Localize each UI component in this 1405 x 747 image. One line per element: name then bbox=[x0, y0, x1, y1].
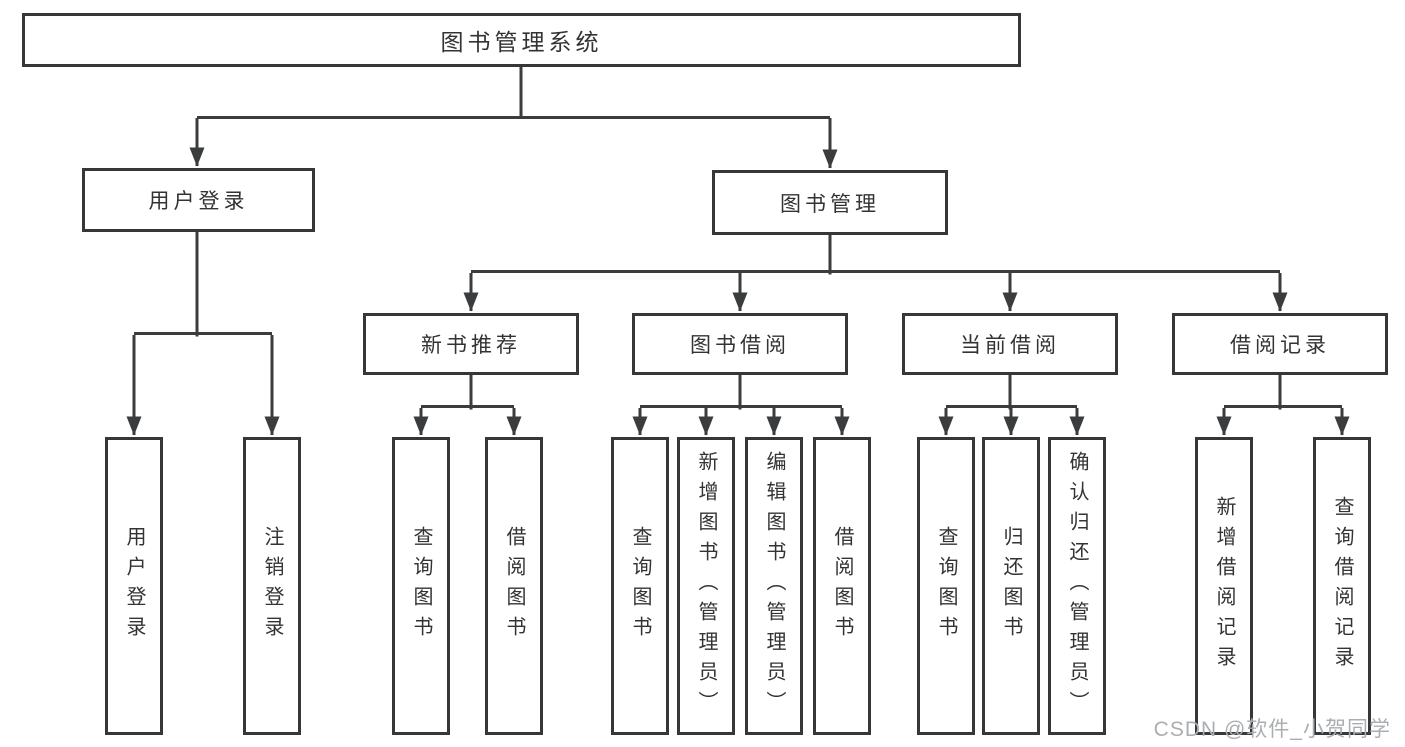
node-user-login: 用户登录 bbox=[82, 168, 315, 232]
node-borrow-records: 借阅记录 bbox=[1172, 313, 1388, 375]
leaf-current-confirm-return-admin: 确认归还（管理员） bbox=[1048, 437, 1106, 735]
leaf-current-return-book: 归还图书 bbox=[982, 437, 1040, 735]
node-label: 注销登录 bbox=[261, 526, 283, 646]
leaf-borrow-query-book: 查询图书 bbox=[611, 437, 669, 735]
node-label: 新增借阅记录 bbox=[1213, 496, 1235, 676]
leaf-recommend-borrow-book: 借阅图书 bbox=[485, 437, 543, 735]
node-label: 新书推荐 bbox=[421, 334, 521, 357]
node-book-management: 图书管理 bbox=[712, 170, 948, 235]
leaf-borrow-add-book-admin: 新增图书（管理员） bbox=[677, 437, 735, 735]
node-label: 查询借阅记录 bbox=[1331, 496, 1353, 676]
node-label: 查询图书 bbox=[629, 526, 651, 646]
node-book-borrow: 图书借阅 bbox=[632, 313, 848, 375]
node-label: 借阅图书 bbox=[503, 526, 525, 646]
leaf-borrow-edit-book-admin: 编辑图书（管理员） bbox=[745, 437, 803, 735]
node-library-management-system: 图书管理系统 bbox=[22, 13, 1021, 67]
node-label: 查询图书 bbox=[935, 526, 957, 646]
leaf-current-query-book: 查询图书 bbox=[917, 437, 975, 735]
node-label: 借阅记录 bbox=[1230, 334, 1330, 357]
node-label: 当前借阅 bbox=[960, 334, 1060, 357]
tree-rails bbox=[134, 67, 1342, 410]
node-label: 用户登录 bbox=[123, 526, 145, 646]
node-label: 借阅图书 bbox=[831, 526, 853, 646]
leaf-logout-login: 注销登录 bbox=[243, 437, 301, 735]
node-label: 编辑图书（管理员） bbox=[763, 451, 785, 721]
node-label: 图书管理 bbox=[780, 192, 880, 216]
csdn-watermark: CSDN @软件_小贺同学 bbox=[1153, 718, 1391, 741]
leaf-records-add-borrow-record: 新增借阅记录 bbox=[1195, 437, 1253, 735]
leaf-user-login: 用户登录 bbox=[105, 437, 163, 735]
node-label: 用户登录 bbox=[148, 190, 249, 213]
node-label: 新增图书（管理员） bbox=[695, 451, 717, 721]
node-label: 图书借阅 bbox=[690, 334, 790, 357]
node-label: 确认归还（管理员） bbox=[1066, 451, 1088, 721]
node-label: 图书管理系统 bbox=[440, 29, 603, 55]
node-current-borrow: 当前借阅 bbox=[902, 313, 1118, 375]
node-label: 归还图书 bbox=[1000, 526, 1022, 646]
leaf-recommend-query-book: 查询图书 bbox=[392, 437, 450, 735]
node-new-book-recommend: 新书推荐 bbox=[363, 313, 579, 375]
leaf-records-query-borrow-record: 查询借阅记录 bbox=[1313, 437, 1371, 735]
node-label: 查询图书 bbox=[410, 526, 432, 646]
leaf-borrow-borrow-book: 借阅图书 bbox=[813, 437, 871, 735]
